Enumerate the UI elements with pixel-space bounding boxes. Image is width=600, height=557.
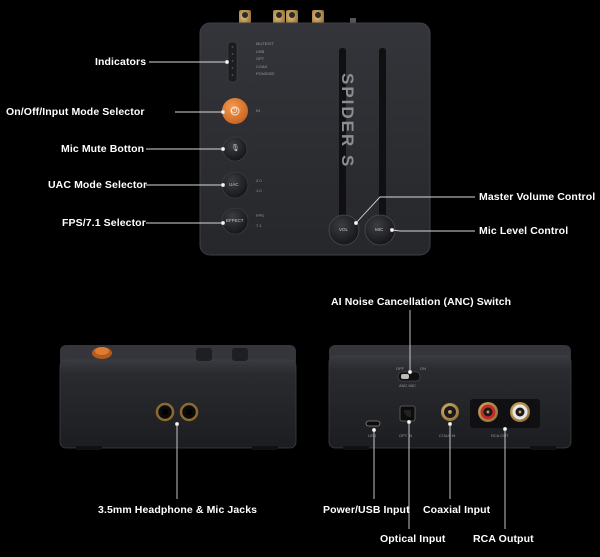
callout-master-volume: Master Volume Control xyxy=(479,191,596,203)
coax-port[interactable] xyxy=(441,403,459,421)
headphone-jacks[interactable] xyxy=(155,402,199,422)
indicator-label-opt: OPT xyxy=(256,56,265,61)
effect-option-71: 7.1 xyxy=(256,223,262,228)
indicator-label-mute: MUTE/DT xyxy=(256,41,274,46)
callout-lines xyxy=(146,60,507,529)
uac-button-label: UAC xyxy=(229,182,239,187)
port-label-rca: RCA OUT xyxy=(491,433,509,438)
callout-mic-level: Mic Level Control xyxy=(479,225,569,237)
anc-switch-labels: OFF ON xyxy=(396,366,426,371)
anc-switch-sublabel: ANC MIC xyxy=(399,383,416,388)
uac-option-10: 1.0 xyxy=(256,188,262,193)
callout-rca: RCA Output xyxy=(473,533,534,545)
port-label-coax: COAX IN xyxy=(439,433,456,438)
callout-on-off: On/Off/Input Mode Selector xyxy=(6,106,145,118)
volume-knob[interactable] xyxy=(328,214,360,246)
callout-optical: Optical Input xyxy=(380,533,446,545)
anc-off-label: OFF xyxy=(396,366,404,371)
uac-options: 2.0 1.0 xyxy=(256,176,262,196)
top-view-device xyxy=(199,10,431,256)
callout-headphone: 3.5mm Headphone & Mic Jacks xyxy=(98,504,258,516)
callout-coaxial: Coaxial Input xyxy=(423,504,491,516)
uac-option-20: 2.0 xyxy=(256,178,262,183)
mic-icon: 🎙 xyxy=(231,145,240,152)
callout-indicators: Indicators xyxy=(95,56,147,68)
mic-knob-label: MIC xyxy=(375,227,384,232)
port-label-opt: OPT IN xyxy=(399,433,413,438)
volume-slider-track[interactable] xyxy=(339,48,346,234)
vol-knob-label: VOL xyxy=(339,227,349,232)
callout-anc: AI Noise Cancellation (ANC) Switch xyxy=(331,296,512,308)
power-side-label: IN xyxy=(256,108,260,113)
indicator-label-usb: USB xyxy=(256,48,265,54)
usb-c-port[interactable] xyxy=(365,420,381,427)
rca-left-port[interactable] xyxy=(478,402,498,422)
brand-wordmark: SPIDER S xyxy=(338,73,357,169)
callout-power-usb: Power/USB Input xyxy=(323,504,410,516)
indicator-leds xyxy=(231,46,234,76)
mic-slider-track[interactable] xyxy=(379,48,386,234)
effect-button-label: EFFECT xyxy=(226,218,244,223)
callout-fps: FPS/7.1 Selector xyxy=(62,217,146,229)
top-rca-connectors xyxy=(239,10,356,26)
effect-option-fps: FPS xyxy=(256,213,264,218)
indicator-label-coax: COAX xyxy=(256,63,268,69)
indicator-strip xyxy=(227,41,238,83)
callout-mic-mute: Mic Mute Botton xyxy=(61,143,145,155)
power-button[interactable] xyxy=(222,98,248,124)
front-view-device xyxy=(59,345,297,450)
port-label-usb: USB xyxy=(368,433,377,438)
indicator-labels: MUTE/DT USB OPT COAX PCM/DSD xyxy=(256,40,274,78)
back-view-device xyxy=(328,345,572,450)
anc-on-label: ON xyxy=(420,366,426,371)
power-icon: ⏻ xyxy=(231,106,238,115)
effect-options: FPS 7.1 xyxy=(256,211,264,231)
callout-uac: UAC Mode Selector xyxy=(48,179,148,191)
rca-right-port[interactable] xyxy=(510,402,530,422)
effect-button[interactable] xyxy=(221,207,249,235)
indicator-label-pcm: PCM/DSD xyxy=(256,71,275,76)
